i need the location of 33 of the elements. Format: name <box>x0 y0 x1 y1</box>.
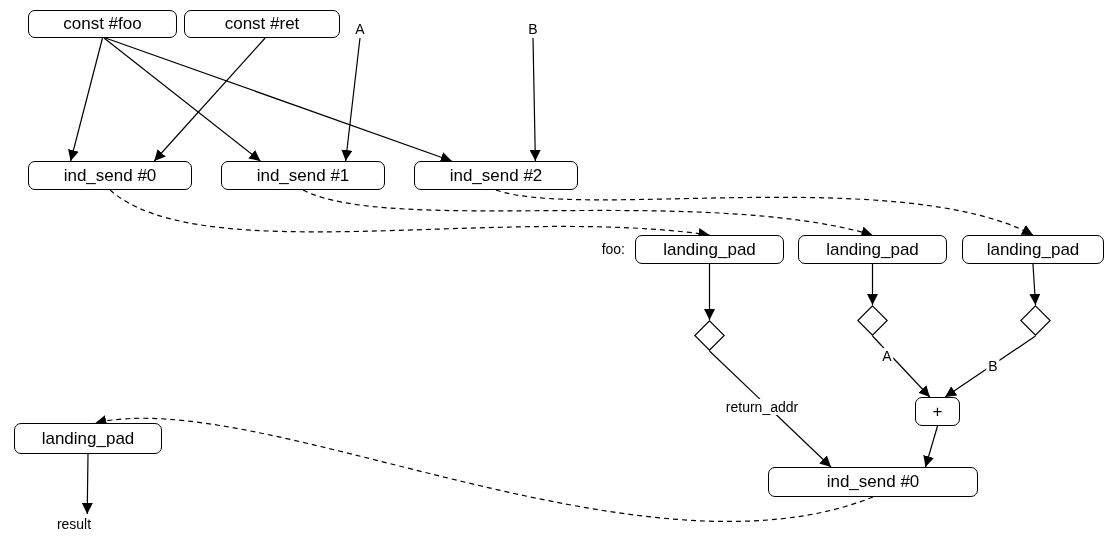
process-box: const #foo <box>28 10 177 38</box>
arrow <box>923 425 939 468</box>
process-box: ind_send #1 <box>221 161 385 190</box>
signal-label: B <box>524 20 542 38</box>
arrow <box>341 37 361 162</box>
process-box: landing_pad <box>635 235 784 264</box>
process-box: landing_pad <box>14 423 162 454</box>
process-box: ind_send #0 <box>768 467 978 497</box>
arrow <box>871 335 931 398</box>
process-box: landing_pad <box>798 235 947 264</box>
signal-label: result <box>52 514 96 534</box>
arrow <box>1029 263 1041 306</box>
arrow <box>153 37 266 162</box>
arrow <box>81 453 93 515</box>
process-box: landing_pad <box>962 235 1104 264</box>
edge-label: B <box>986 358 1000 374</box>
process-box: + <box>915 397 960 426</box>
side-label: foo: <box>601 241 626 257</box>
arrow <box>708 350 832 468</box>
dashed-arrow <box>495 189 1034 236</box>
process-box: const #ret <box>184 10 340 38</box>
arrow <box>104 37 453 163</box>
arrow <box>103 37 261 162</box>
arrow <box>68 37 104 162</box>
arrow <box>704 263 715 321</box>
edge-label: return_addr <box>723 399 801 415</box>
edge-label: A <box>880 348 894 364</box>
dashed-arrow <box>94 416 874 522</box>
process-box: ind_send #2 <box>414 161 578 190</box>
signal-label: A <box>351 20 369 38</box>
arrow <box>867 263 878 306</box>
arrow <box>529 37 541 162</box>
process-box: ind_send #0 <box>28 161 192 190</box>
